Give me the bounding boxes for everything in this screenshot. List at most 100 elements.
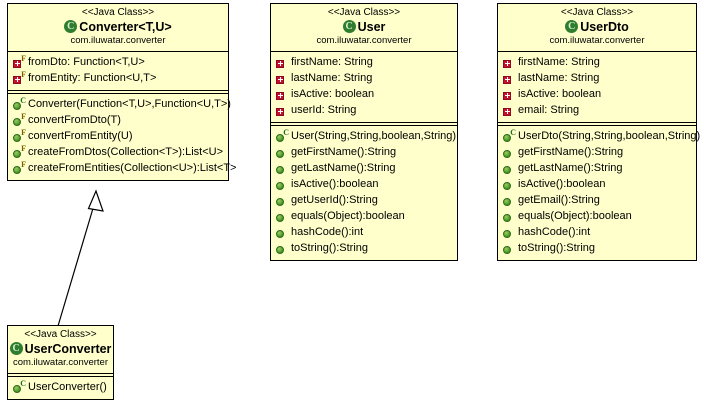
method-label: isActive():boolean [518,177,606,190]
class-box-user[interactable]: <<Java Class>> User com.iluwatar.convert… [270,3,458,261]
method-row[interactable]: hashCode():int [498,225,696,241]
method-label: getLastName():String [518,161,623,174]
public-method-icon [275,211,288,224]
field-row[interactable]: userId: String [271,103,457,119]
header-methods-divider [8,372,113,377]
method-row[interactable]: getEmail():String [498,193,696,209]
field-row[interactable]: lastName: String [498,71,696,87]
method-row[interactable]: F convertFromEntity(U) [8,128,228,145]
field-list-converter: F fromDto: Function<T,U> F fromEntity: F… [8,52,228,90]
field-label: firstName: String [518,55,600,68]
method-row[interactable]: isActive():boolean [498,177,696,193]
public-method-icon: F [12,128,26,144]
method-list-userdto: C UserDto(String,String,boolean,String) … [498,126,700,260]
public-method-icon [275,179,288,192]
method-row[interactable]: getFirstName():String [271,145,457,161]
method-row[interactable]: hashCode():int [271,225,457,241]
method-row[interactable]: toString():String [498,241,696,257]
field-row[interactable]: isActive: boolean [498,87,696,103]
method-row[interactable]: getLastName():String [498,161,696,177]
method-label: createFromEntities(Collection<U>):List<T… [28,161,237,174]
method-label: getFirstName():String [518,145,624,158]
private-field-icon: F [12,54,26,70]
java-class-icon [64,20,78,34]
hollow-triangle-arrowhead [87,189,104,212]
stereotype-label: <<Java Class>> [81,7,155,18]
method-label: convertFromDto(T) [28,113,121,126]
field-row[interactable]: firstName: String [498,55,696,71]
public-method-icon: C [275,128,289,144]
field-label: isActive: boolean [518,87,602,100]
method-row[interactable]: isActive():boolean [271,177,457,193]
generalization-userconverter-converter [57,189,104,327]
field-row[interactable]: email: String [498,103,696,119]
private-field-icon [502,73,515,86]
class-header-userdto: <<Java Class>> UserDto com.iluwatar.conv… [498,4,696,51]
header-fields-divider [8,50,228,52]
class-box-userconverter[interactable]: <<Java Class>> UserConverter com.iluwata… [7,325,114,400]
field-label: lastName: String [291,71,373,84]
public-method-icon [275,195,288,208]
private-field-icon [502,105,515,118]
header-fields-divider [498,50,696,52]
field-label: fromEntity: Function<U,T> [28,71,157,84]
field-row[interactable]: firstName: String [271,55,457,71]
field-row[interactable]: lastName: String [271,71,457,87]
method-row[interactable]: C User(String,String,boolean,String) [271,128,457,145]
package-label: com.iluwatar.converter [549,34,645,46]
method-label: getEmail():String [518,193,600,206]
method-label: UserDto(String,String,boolean,String) [518,129,701,142]
public-method-icon [275,227,288,240]
method-row[interactable]: toString():String [271,241,457,257]
field-label: email: String [518,103,580,116]
package-label: com.iluwatar.converter [316,34,412,46]
method-label: createFromDtos(Collection<T>):List<U> [28,145,224,158]
method-row[interactable]: equals(Object):boolean [498,209,696,225]
field-row[interactable]: isActive: boolean [271,87,457,103]
field-label: lastName: String [518,71,600,84]
method-row[interactable]: C UserConverter() [8,379,113,396]
method-row[interactable]: F convertFromDto(T) [8,112,228,129]
field-label: fromDto: Function<T,U> [28,55,145,68]
public-method-icon [502,163,515,176]
method-label: getLastName():String [291,161,396,174]
method-row[interactable]: F createFromDtos(Collection<T>):List<U> [8,144,228,161]
public-method-icon [275,243,288,256]
field-label: firstName: String [291,55,373,68]
method-row[interactable]: getUserId():String [271,193,457,209]
class-name-label: Converter<T,U> [79,19,172,34]
field-list-user: firstName: String lastName: String isAct… [271,52,457,122]
class-box-converter[interactable]: <<Java Class>> Converter<T,U> com.iluwat… [7,3,236,181]
public-method-icon: F [12,160,26,176]
method-label: getFirstName():String [291,145,397,158]
method-row[interactable]: C UserDto(String,String,boolean,String) [498,128,700,145]
field-list-userdto: firstName: String lastName: String isAct… [498,52,696,122]
field-row[interactable]: F fromDto: Function<T,U> [8,54,228,71]
package-label: com.iluwatar.converter [70,34,166,46]
method-row[interactable]: F createFromEntities(Collection<U>):List… [8,160,236,177]
public-method-icon [502,195,515,208]
method-row[interactable]: getLastName():String [271,161,457,177]
package-label: com.iluwatar.converter [12,356,109,368]
private-field-icon [502,57,515,70]
field-label: isActive: boolean [291,87,375,100]
private-field-icon [275,73,288,86]
stereotype-label: <<Java Class>> [327,7,401,18]
method-row[interactable]: C Converter(Function<T,U>,Function<U,T>) [8,96,231,113]
public-method-icon: C [12,96,26,112]
public-method-icon [502,243,515,256]
fields-methods-divider [498,121,696,126]
method-row[interactable]: getFirstName():String [498,145,696,161]
field-row[interactable]: F fromEntity: Function<U,T> [8,70,228,87]
private-field-icon [275,89,288,102]
header-fields-divider [271,50,457,52]
class-box-userdto[interactable]: <<Java Class>> UserDto com.iluwatar.conv… [497,3,700,261]
public-method-icon [275,163,288,176]
method-row[interactable]: equals(Object):boolean [271,209,457,225]
method-list-user: C User(String,String,boolean,String) get… [271,126,457,260]
class-header-user: <<Java Class>> User com.iluwatar.convert… [271,4,457,51]
method-label: isActive():boolean [291,177,379,190]
method-label: hashCode():int [291,225,364,238]
public-method-icon [275,147,288,160]
public-method-icon: F [12,112,26,128]
